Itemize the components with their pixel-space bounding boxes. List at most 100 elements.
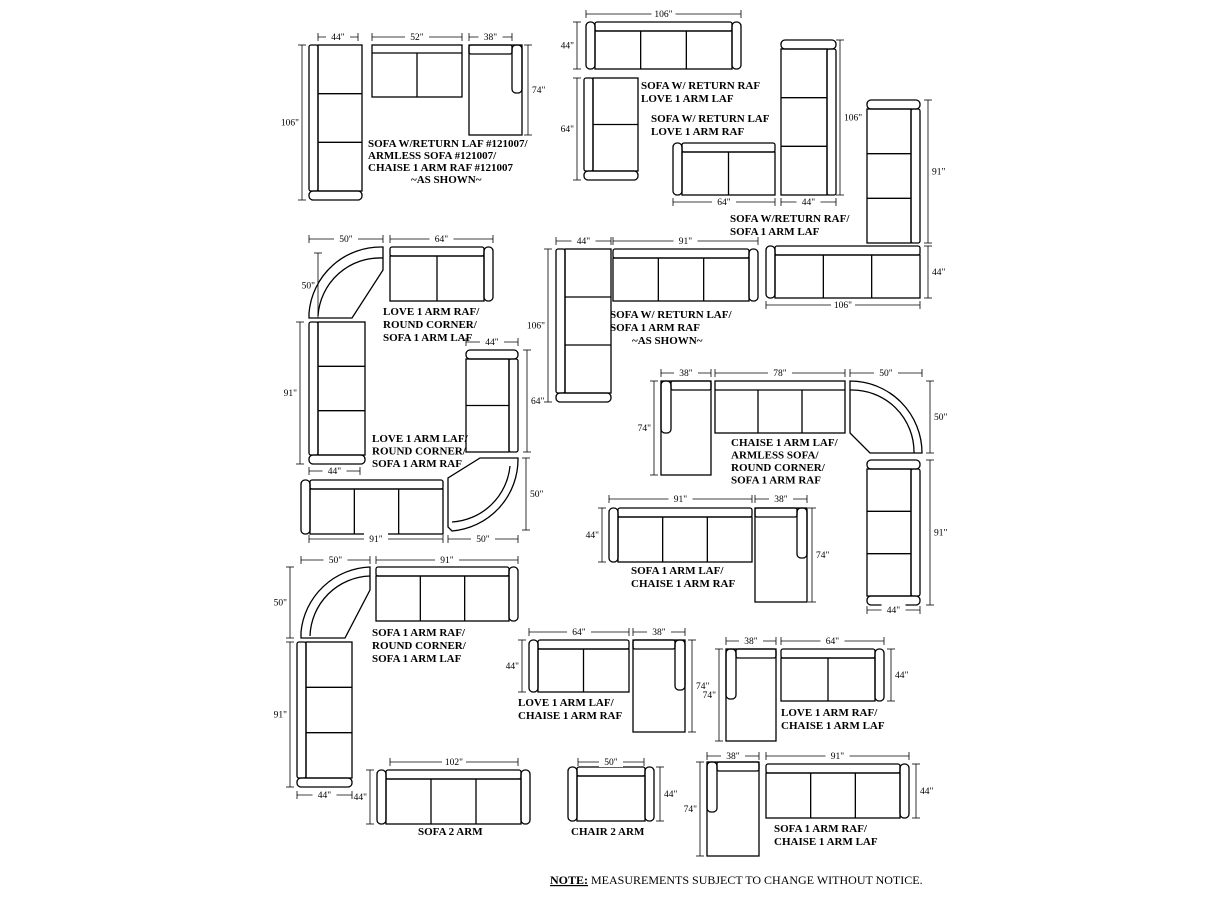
- dimension-label: 74": [638, 424, 652, 434]
- dimension-label: 50": [302, 282, 316, 292]
- dimension-horizontal: 64": [528, 626, 630, 638]
- label-line: SOFA W/ RETURN LAF: [651, 113, 770, 125]
- chaise-back: [632, 639, 676, 650]
- seat-frame: [309, 488, 444, 535]
- dimension-horizontal: 38": [706, 750, 760, 762]
- dimension-horizontal: 44": [317, 31, 359, 43]
- label-g4: SOFA W/RETURN RAF/SOFA 1 ARM LAF: [730, 213, 850, 238]
- dimension-label: 44": [506, 662, 520, 672]
- right-arm: [731, 21, 742, 70]
- bottom-arm: [296, 777, 353, 788]
- label-g13: SOFA 1 ARM RAF/CHAISE 1 ARM LAF: [774, 823, 878, 848]
- right-arm: [899, 763, 910, 819]
- bottom-arm: [308, 190, 363, 201]
- dimension-horizontal: 38": [660, 367, 712, 379]
- seat-frame: [866, 468, 912, 597]
- seat-frame: [576, 775, 646, 822]
- dimension-horizontal: 64": [672, 196, 776, 208]
- dimension-vertical: 106": [836, 39, 862, 196]
- chaise-frame: [706, 761, 760, 857]
- dimension-horizontal: 50": [849, 367, 923, 379]
- right-arm: [483, 246, 494, 302]
- chaise-frame: [660, 380, 712, 476]
- dimension-vertical: 64": [561, 77, 581, 181]
- right-arm: [874, 648, 885, 702]
- g10-round-corner: [300, 566, 371, 639]
- dimension-horizontal: 50": [577, 756, 645, 768]
- g5-sofa: [308, 321, 366, 465]
- dimension-label: 91": [274, 711, 288, 721]
- dimension-horizontal: 91": [612, 235, 759, 247]
- dimension-vertical: 74": [524, 44, 546, 136]
- dimension-label: 74": [532, 86, 546, 96]
- label-line: SOFA 1 ARM RAF: [372, 458, 462, 470]
- chaise-frame: [632, 639, 686, 733]
- dimension-horizontal: 50": [300, 554, 371, 566]
- right-arm: [508, 566, 519, 622]
- dimension-vertical: 44": [887, 648, 909, 702]
- dimension-vertical: 50": [302, 252, 322, 319]
- note-text: NOTE: MEASUREMENTS SUBJECT TO CHANGE WIT…: [550, 873, 923, 887]
- dimension-label: 44": [561, 42, 575, 52]
- dimension-horizontal: 91": [375, 554, 519, 566]
- label-line: SOFA 1 ARM LAF: [383, 332, 473, 344]
- g5-love: [389, 246, 494, 302]
- label-line: CHAISE 1 ARM LAF/: [731, 437, 839, 449]
- dimension-label: 64": [531, 397, 545, 407]
- dimension-label: 64": [717, 198, 731, 208]
- backrest: [576, 766, 646, 777]
- dimension-label: 106": [281, 119, 299, 129]
- g6-sofa-return: [555, 248, 612, 403]
- backrest: [826, 48, 837, 196]
- dimension-horizontal: 38": [754, 493, 808, 505]
- seat-frame: [594, 30, 733, 70]
- label-line: SOFA 2 ARM: [418, 826, 483, 838]
- furniture-outlines: [296, 21, 923, 857]
- label-g1: SOFA W/RETURN LAF #121007/ARMLESS SOFA #…: [368, 138, 529, 186]
- dimension-vertical: 91": [274, 641, 294, 788]
- dimension-label: 64": [826, 637, 840, 647]
- dimension-label: 91": [679, 237, 693, 247]
- backrest: [308, 44, 319, 192]
- dimension-label: 44": [354, 793, 368, 803]
- chaise-back: [754, 507, 798, 518]
- dimension-vertical: 50": [522, 457, 544, 531]
- backrest: [910, 108, 921, 244]
- dimension-label: 38": [679, 369, 693, 379]
- g8-chaise: [660, 380, 712, 476]
- label-line: SOFA 1 ARM LAF: [730, 226, 820, 238]
- dimension-horizontal: 64": [780, 635, 885, 647]
- dimension-label: 91": [934, 529, 948, 539]
- chaise-back: [735, 648, 777, 659]
- g1-return-sofa: [308, 44, 363, 201]
- dimension-vertical: 74": [688, 639, 710, 733]
- label-line: SOFA W/RETURN LAF #121007/: [368, 138, 529, 150]
- left-arm: [672, 142, 683, 196]
- dimension-horizontal: 44": [308, 465, 361, 477]
- label-sofa2: SOFA 2 ARM: [418, 826, 483, 838]
- dimension-label: 78": [773, 369, 787, 379]
- g9-chaise: [754, 507, 808, 603]
- dimension-horizontal: 44": [866, 604, 921, 616]
- dimension-horizontal: 50": [308, 233, 384, 245]
- g11-chaise: [632, 639, 686, 733]
- label-line: CHAISE 1 ARM RAF: [518, 710, 622, 722]
- dimension-vertical: 91": [924, 99, 946, 244]
- label-g5: LOVE 1 ARM RAF/ROUND CORNER/SOFA 1 ARM L…: [383, 306, 480, 344]
- top-arm: [780, 39, 837, 50]
- dimension-label: 44": [331, 33, 345, 43]
- dimension-vertical: 91": [284, 321, 304, 465]
- dimension-label: 44": [802, 198, 816, 208]
- label-line: ROUND CORNER/: [372, 446, 467, 458]
- label-line: ROUND CORNER/: [383, 319, 478, 331]
- g10-sofa-vert: [296, 641, 353, 788]
- dimension-label: 44": [895, 671, 909, 681]
- backrest: [617, 507, 753, 518]
- label-line: CHAISE 1 ARM LAF: [774, 836, 878, 848]
- label-g11: LOVE 1 ARM LAF/CHAISE 1 ARM RAF: [518, 697, 622, 722]
- dimension-label: 74": [684, 805, 698, 815]
- dimension-horizontal: 91": [308, 533, 444, 545]
- chaise-back: [670, 380, 712, 391]
- dimension-label: 44": [586, 531, 600, 541]
